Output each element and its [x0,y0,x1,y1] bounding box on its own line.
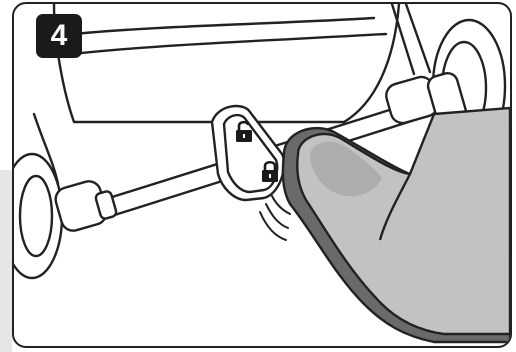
stroller-brake-illustration [14,4,510,346]
illustration-panel: 4 [12,2,512,348]
step-number-badge: 4 [36,14,82,58]
stroller-seat-body [54,4,399,122]
motion-lines-icon [260,196,290,240]
shoe [283,108,510,342]
page-edge-strip [0,170,12,352]
